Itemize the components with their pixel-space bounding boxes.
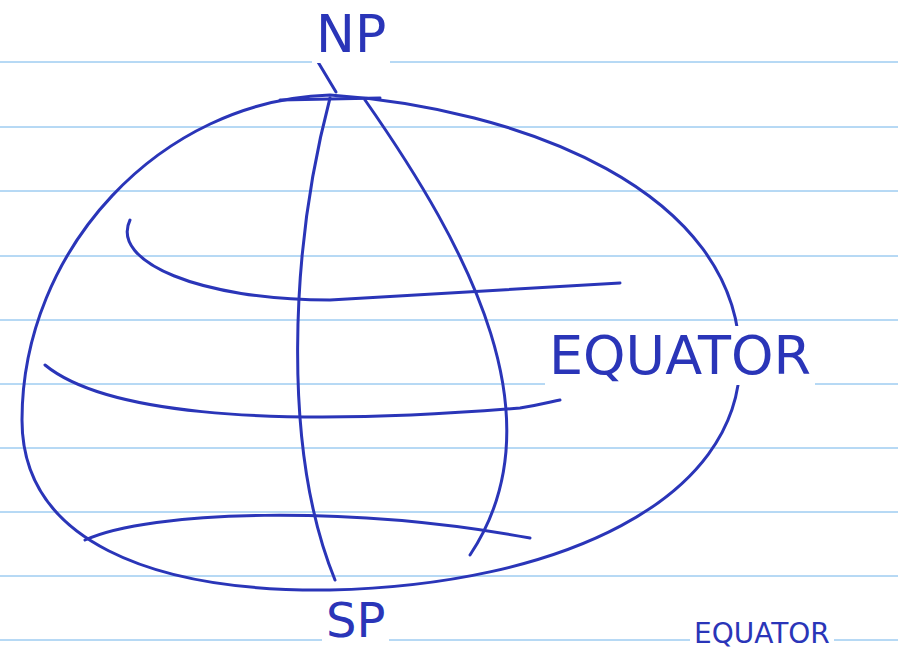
latitude-line — [85, 515, 530, 540]
ruled-line — [0, 320, 898, 321]
notebook-lines — [0, 62, 898, 640]
equator-label: EQUATOR — [545, 326, 815, 385]
latitude-line — [127, 220, 620, 300]
meridian-line — [365, 100, 507, 555]
ruled-line — [0, 448, 898, 449]
equator-label: EQUATOR — [690, 619, 834, 650]
ruled-line — [0, 512, 898, 513]
ruled-line — [0, 191, 898, 192]
ruled-line — [0, 576, 898, 577]
ruled-line — [0, 62, 898, 63]
ruled-line — [0, 127, 898, 128]
leader-line — [318, 62, 336, 92]
pole-label: SP — [322, 594, 389, 647]
equator-line — [45, 365, 560, 417]
meridian-line — [298, 98, 335, 580]
pole-label: NP — [312, 6, 390, 63]
ruled-line — [0, 256, 898, 257]
